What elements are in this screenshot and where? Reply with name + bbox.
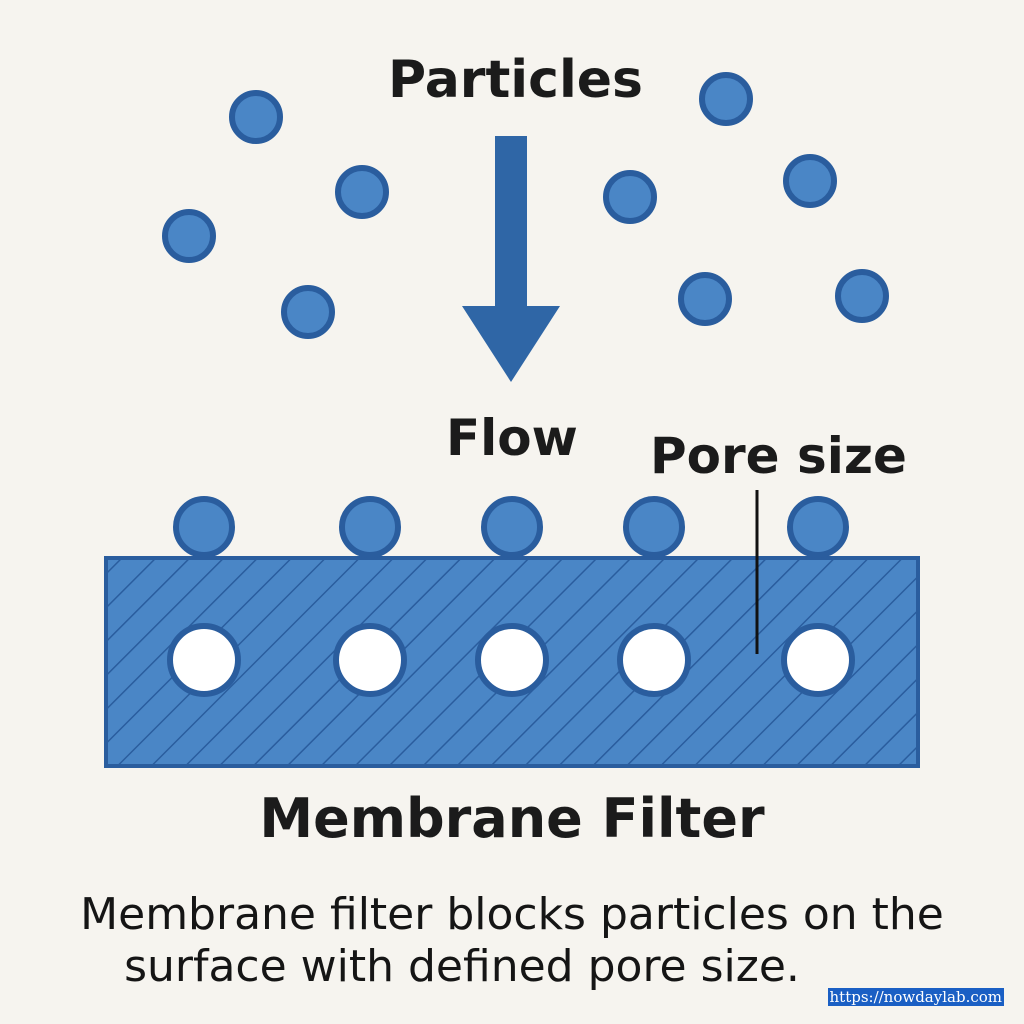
free-particle bbox=[835, 269, 889, 323]
free-particle bbox=[281, 285, 335, 339]
free-particle bbox=[603, 170, 657, 224]
flow-label: Flow bbox=[446, 409, 578, 467]
membrane bbox=[104, 556, 920, 768]
membrane-filter-title: Membrane Filter bbox=[259, 787, 765, 850]
particles-label: Particles bbox=[388, 50, 643, 110]
free-particle bbox=[699, 72, 753, 126]
pore bbox=[781, 623, 855, 697]
free-particle bbox=[783, 154, 837, 208]
blocked-particle bbox=[173, 496, 235, 558]
pore bbox=[617, 623, 691, 697]
pore bbox=[167, 623, 241, 697]
flow-arrow bbox=[462, 136, 560, 382]
free-particle bbox=[678, 272, 732, 326]
blocked-particles bbox=[173, 496, 849, 558]
blocked-particle bbox=[787, 496, 849, 558]
caption: Membrane filter blocks particles on the … bbox=[0, 889, 1024, 993]
free-particle bbox=[335, 165, 389, 219]
caption-line-1: Membrane filter blocks particles on the bbox=[80, 889, 944, 940]
free-particle bbox=[229, 90, 283, 144]
blocked-particle bbox=[339, 496, 401, 558]
free-particle bbox=[162, 209, 216, 263]
caption-line-2: surface with defined pore size. bbox=[124, 941, 800, 992]
free-particles bbox=[162, 72, 889, 339]
blocked-particle bbox=[481, 496, 543, 558]
blocked-particle bbox=[623, 496, 685, 558]
pore-size-label: Pore size bbox=[650, 427, 907, 485]
watermark-url: https://nowdaylab.com bbox=[827, 988, 1004, 1006]
pore bbox=[475, 623, 549, 697]
pore bbox=[333, 623, 407, 697]
